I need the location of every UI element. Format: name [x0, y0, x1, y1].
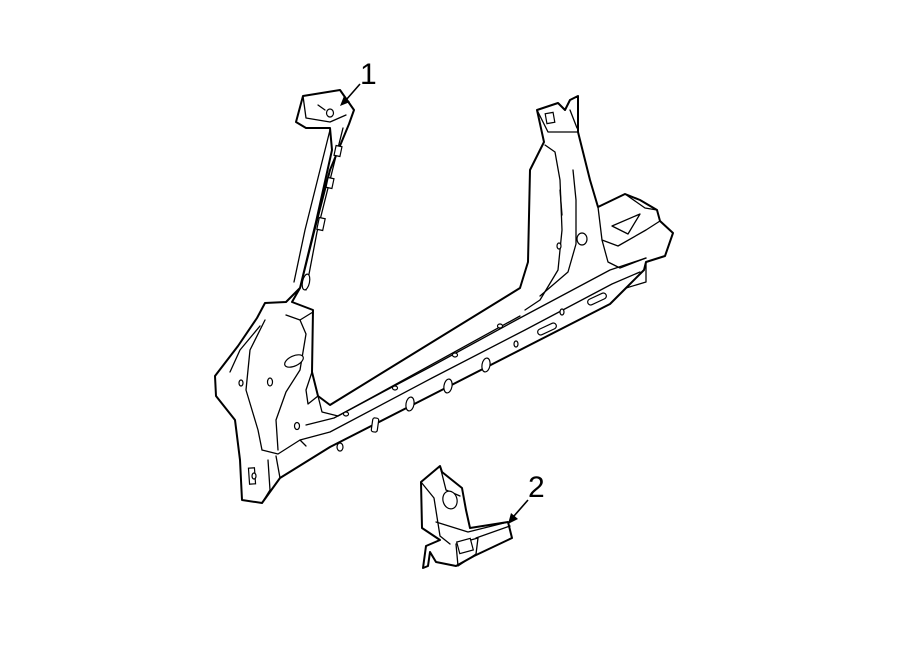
part-2-bracket — [420, 465, 513, 569]
callout-1-leader — [345, 83, 361, 101]
callout-2-arrowhead — [508, 513, 518, 524]
callout-1: 1 — [340, 58, 377, 106]
callout-2-leader — [513, 499, 529, 517]
callout-1-arrowhead — [340, 96, 350, 106]
callout-1-label: 1 — [360, 58, 377, 91]
callout-2-label: 2 — [528, 471, 545, 504]
part-1-body-side-panel — [214, 89, 674, 504]
callout-2: 2 — [508, 471, 545, 524]
